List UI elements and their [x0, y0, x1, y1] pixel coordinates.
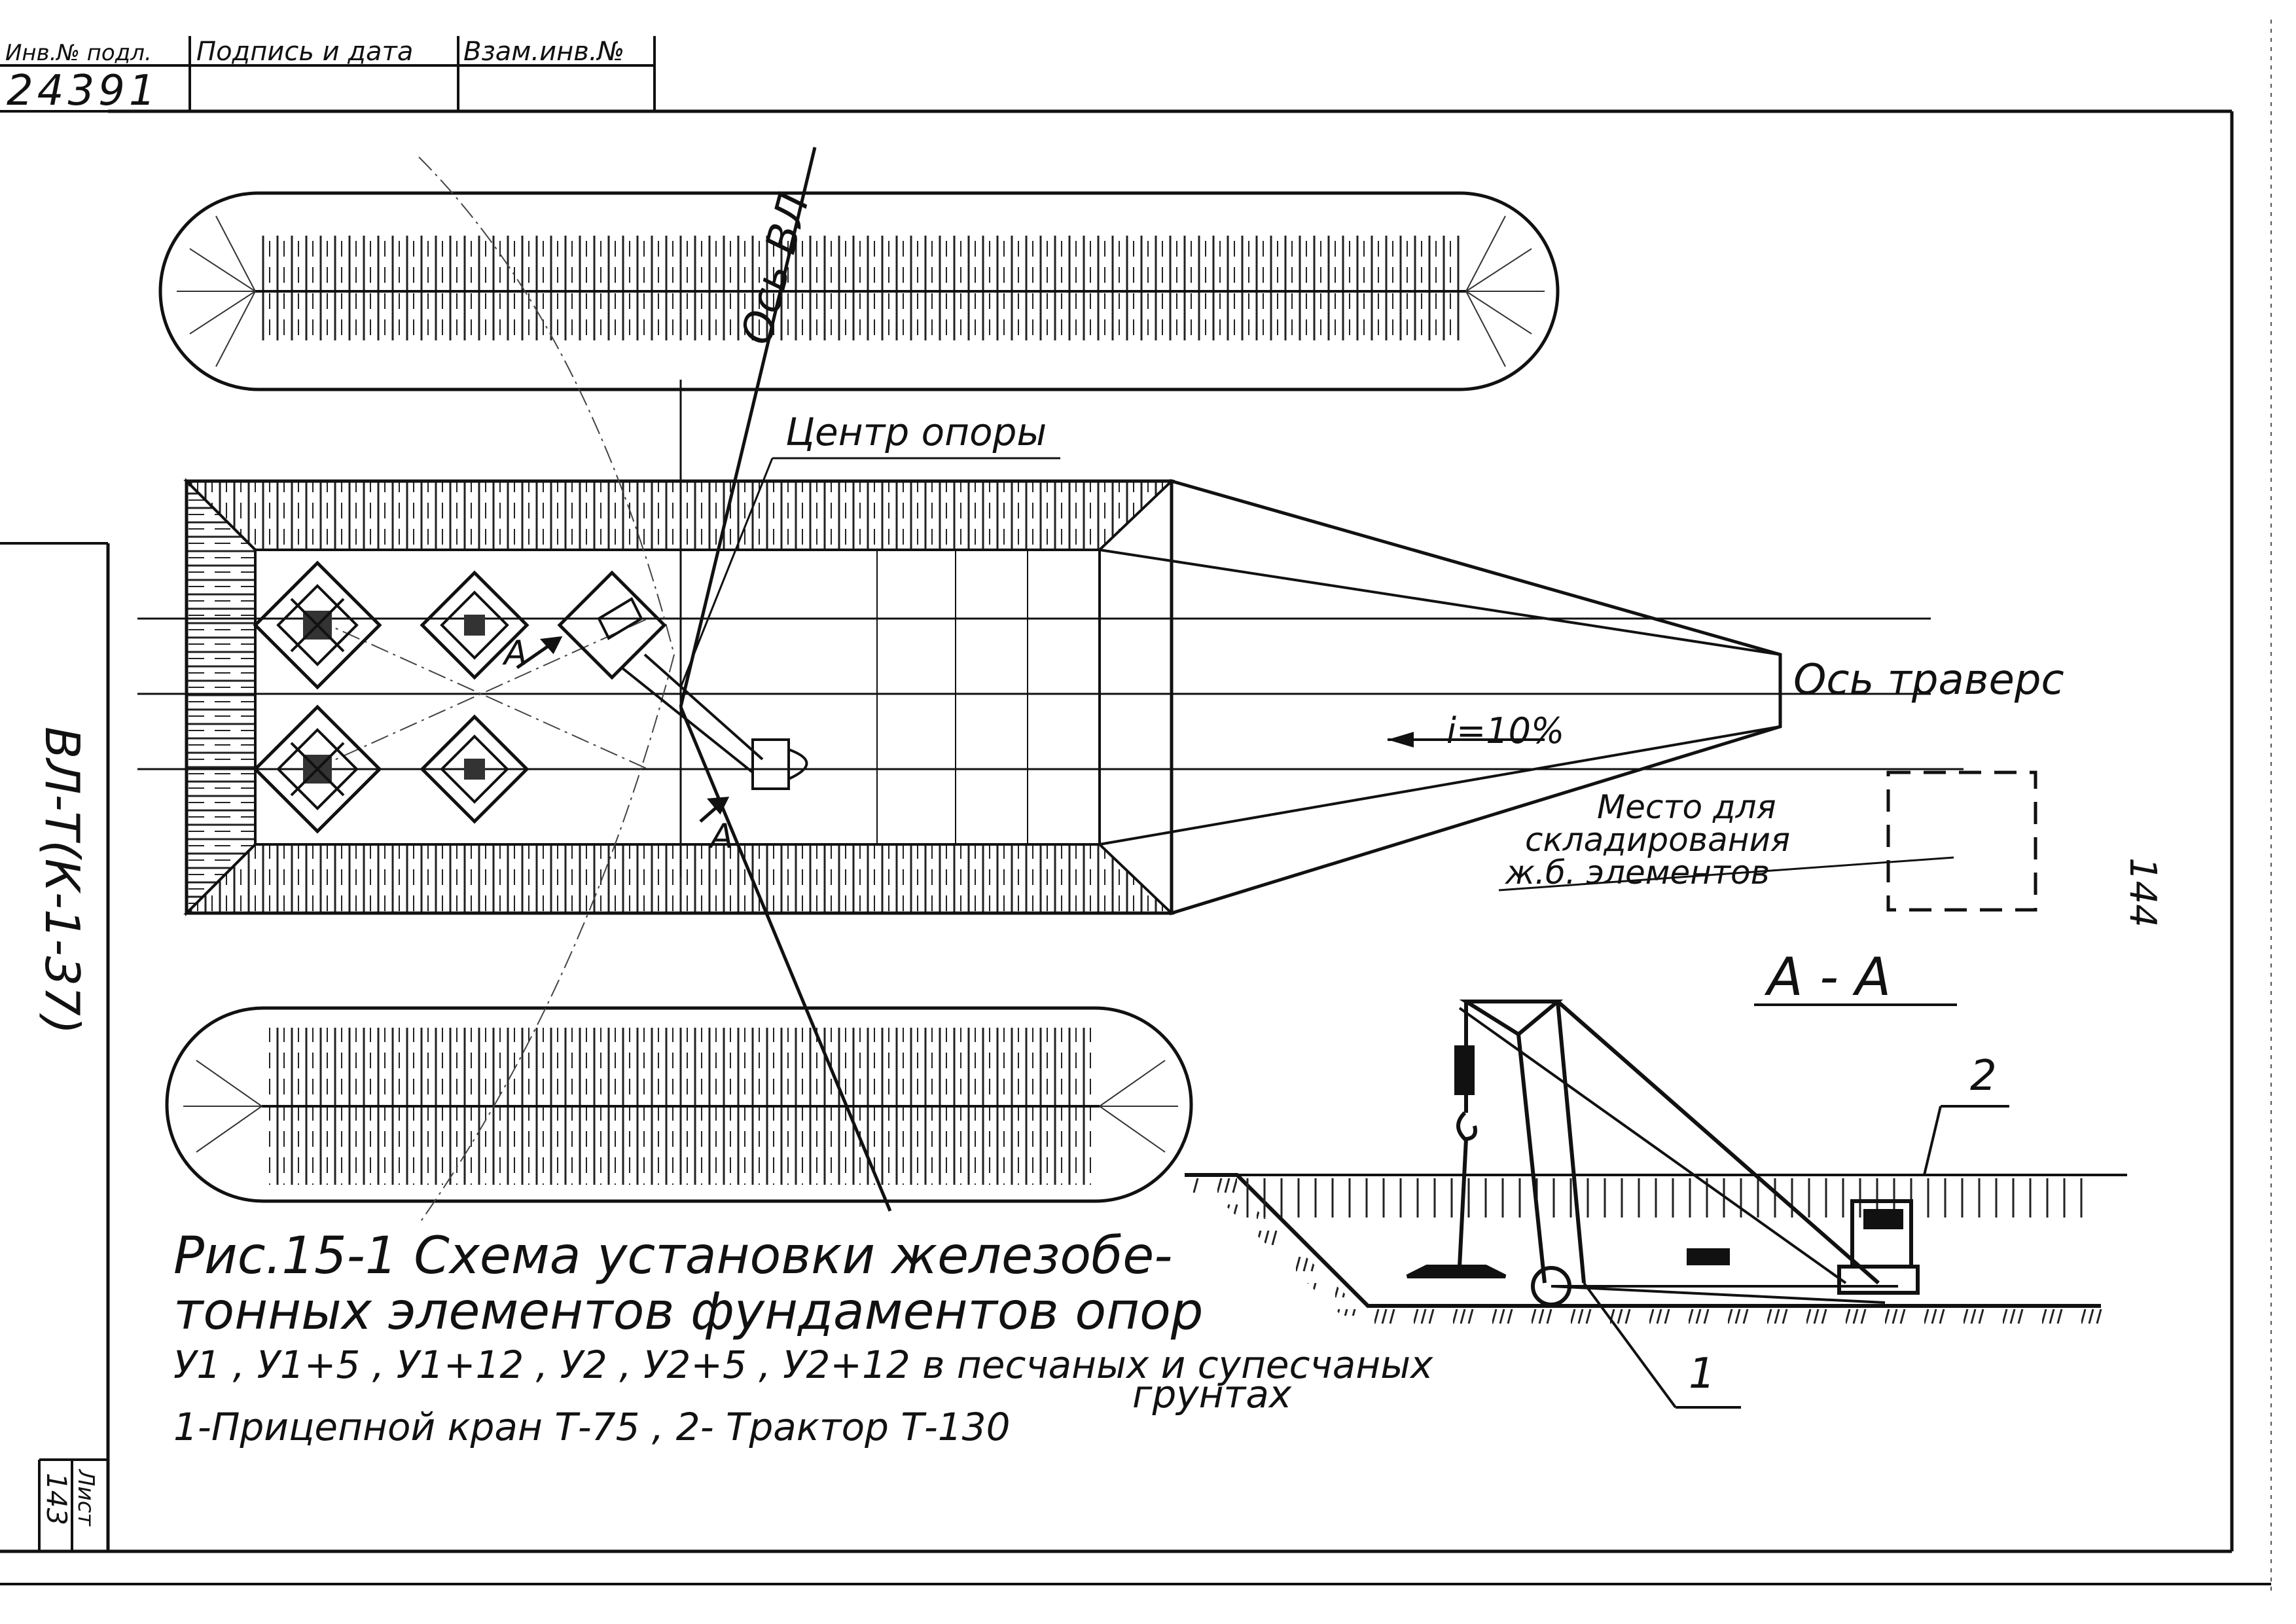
section-arrows — [516, 636, 730, 823]
title-block: Инв.№ подл. Подпись и дата Взам.инв.№ 24… — [0, 36, 656, 115]
slope-label: i=10% — [1446, 710, 1564, 751]
caption-line-5: 1-Прицепной кран Т-75 , 2- Трактор Т-130 — [173, 1405, 1010, 1449]
section-title: А - А — [1764, 947, 1891, 1007]
page-number: 144 — [2121, 857, 2164, 928]
foundation-element-2 — [420, 570, 529, 680]
foundation-element-5 — [557, 570, 667, 680]
sheet-number: 143 — [41, 1473, 73, 1525]
section-mark-upper: А — [502, 634, 528, 673]
title-block-col1: Инв.№ подл. — [5, 40, 152, 66]
slope-arrow — [1388, 732, 1545, 748]
side-code: ВЛ-Т(К-1-37) — [35, 727, 90, 1034]
title-block-col2: Подпись и дата — [196, 37, 413, 67]
crane-plan — [620, 653, 808, 790]
sheet-label: Лист — [73, 1468, 99, 1526]
dash-dot-axes — [314, 156, 675, 1225]
storage-area — [1498, 770, 2037, 912]
foundation-element-1 — [253, 560, 382, 690]
storage-label-2: складирования — [1525, 821, 1790, 859]
frame — [0, 20, 2272, 1591]
caption-line-4: грунтах — [1132, 1372, 1292, 1416]
spoil-heap-bottom — [165, 1006, 1193, 1203]
center-label: Центр опоры — [785, 410, 1047, 454]
foundation-element-3 — [253, 704, 382, 834]
callout-1: 1 — [1689, 1350, 1715, 1398]
excavation-pit-plan — [183, 478, 1782, 916]
section-ground — [1185, 1173, 2127, 1335]
crane-section — [1406, 1000, 1920, 1307]
foundation-element-4 — [420, 714, 529, 824]
traverse-axis-label: Ось траверс — [1793, 656, 2064, 704]
title-block-col3: Взам.инв.№ — [463, 37, 624, 67]
spoil-heap-top — [158, 191, 1560, 391]
caption-line-2: тонных элементов фундаментов опор — [173, 1282, 1203, 1341]
storage-label-3: ж.б. элементов — [1505, 854, 1770, 892]
caption-line-1: Рис.15-1 Схема установки железобе- — [173, 1227, 1172, 1286]
caption-line-3: У1 , У1+5 , У1+12 , У2 , У2+5 , У2+12 в … — [173, 1343, 1433, 1387]
section-mark-lower: А — [708, 817, 734, 856]
inventory-number: 24391 — [7, 67, 160, 115]
storage-label-1: Место для — [1597, 788, 1776, 826]
callout-lines — [1583, 1105, 2009, 1409]
sheet-number-box: Лист 143 — [38, 1458, 108, 1551]
callout-2: 2 — [1970, 1052, 1997, 1100]
